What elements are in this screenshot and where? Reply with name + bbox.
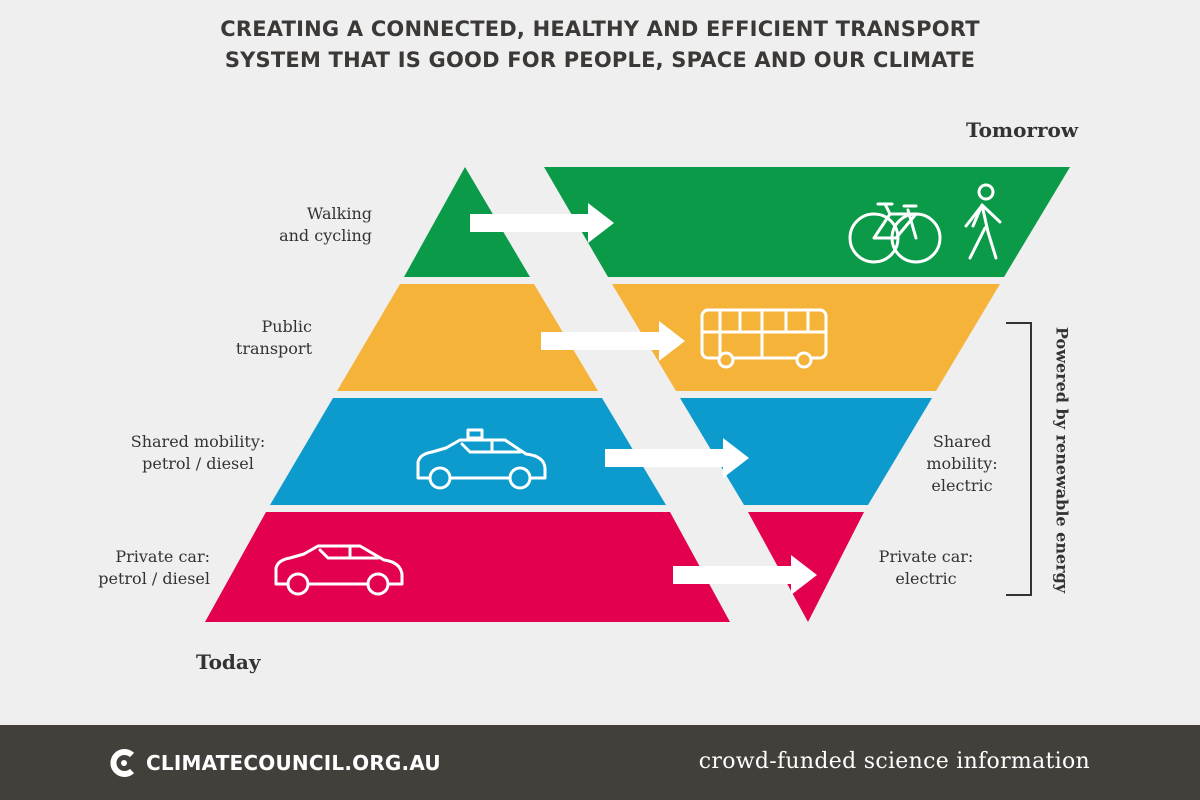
label-shared-mobility-electric-line1: Shared (932, 432, 992, 451)
label-shared-mobility-electric-line2: mobility: (926, 454, 998, 473)
label-private-car-petrol-line2: petrol / diesel (98, 569, 210, 588)
title-line-2: SYSTEM THAT IS GOOD FOR PEOPLE, SPACE AN… (224, 48, 976, 72)
arrow-private-car (673, 555, 817, 595)
label-public-transport-line1: Public (261, 317, 312, 336)
bus-icon (700, 308, 828, 369)
label-public-transport-line2: transport (235, 339, 312, 358)
arrow-walking-cycling (470, 203, 614, 243)
label-private-car-electric: Private car: electric (870, 546, 982, 590)
arrow-public-transport (541, 321, 685, 361)
climate-council-logo-icon (110, 749, 135, 777)
footer-tagline: crowd-funded science information (698, 749, 1090, 774)
left-pyramid-public-transport (337, 284, 598, 391)
label-walking-cycling: Walking and cycling (279, 203, 372, 247)
footer: CLIMATECOUNCIL.ORG.AU crowd-funded scien… (0, 725, 1200, 800)
label-walking-cycling-line1: Walking (306, 204, 372, 223)
renewable-energy-label: Powered by renewable energy (1052, 326, 1072, 594)
tomorrow-label: Tomorrow (966, 118, 1079, 142)
left-pyramid-walking-cycling (404, 167, 530, 277)
label-shared-mobility-petrol-line2: petrol / diesel (142, 454, 254, 473)
right-pyramid-shared-mobility (680, 398, 932, 505)
renewable-energy-bracket (1006, 322, 1032, 596)
title-line-1: CREATING A CONNECTED, HEALTHY AND EFFICI… (220, 17, 980, 41)
label-private-car-electric-line1: Private car: (878, 547, 974, 566)
label-shared-mobility-electric: Shared mobility: electric (922, 431, 1002, 497)
label-private-car-electric-line2: electric (895, 569, 957, 588)
arrow-shared-mobility (605, 438, 749, 478)
transport-pyramid-diagram (205, 167, 1070, 622)
logo-text: CLIMATECOUNCIL.ORG.AU (146, 751, 441, 775)
right-pyramid-walking-cycling (544, 167, 1070, 277)
climate-council-logo[interactable]: CLIMATECOUNCIL.ORG.AU (110, 746, 441, 780)
label-public-transport: Public transport (236, 316, 312, 360)
label-shared-mobility-petrol: Shared mobility: petrol / diesel (122, 431, 274, 475)
today-label: Today (196, 650, 261, 674)
label-shared-mobility-electric-line3: electric (931, 476, 993, 495)
page-title: CREATING A CONNECTED, HEALTHY AND EFFICI… (0, 14, 1200, 76)
bicycle-icon (848, 202, 942, 264)
label-private-car-petrol: Private car: petrol / diesel (98, 546, 210, 590)
label-private-car-petrol-line1: Private car: (115, 547, 210, 566)
pedestrian-icon (964, 183, 1002, 260)
label-shared-mobility-petrol-line1: Shared mobility: (130, 432, 266, 451)
label-walking-cycling-line2: and cycling (279, 226, 372, 245)
left-pyramid-private-car (205, 512, 730, 622)
car-icon (274, 544, 404, 596)
taxi-icon (416, 428, 547, 490)
